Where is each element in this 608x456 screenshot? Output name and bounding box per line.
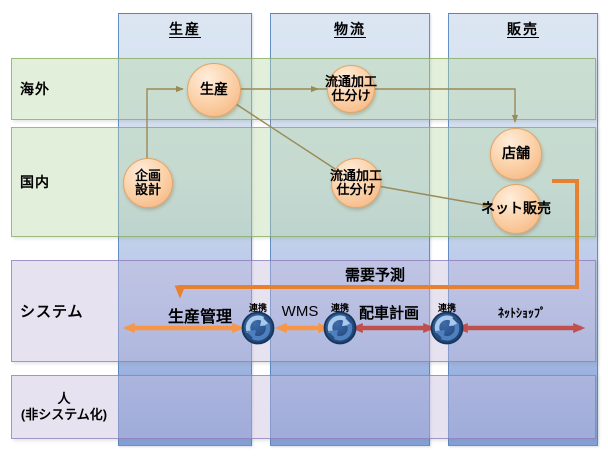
- column-production-title: 生産: [169, 21, 201, 37]
- node-net-sales-label: ネット販売: [481, 200, 551, 217]
- node-dist-processing-overseas-label: 流通加工 仕分け: [325, 73, 378, 104]
- node-dist-processing-domestic-line1: 流通加工: [330, 167, 383, 183]
- node-store: 店舗: [490, 128, 542, 180]
- link-label-2: 連携: [330, 303, 350, 313]
- node-dist-processing-domestic-label: 流通加工 仕分け: [330, 167, 383, 198]
- wms-label: WMS: [281, 303, 319, 320]
- node-production: 生産: [187, 63, 241, 117]
- row-people-label: 人 (非システム化): [16, 391, 112, 424]
- row-people: 人 (非システム化): [11, 375, 596, 439]
- node-net-sales: ネット販売: [481, 184, 551, 234]
- node-store-label: 店舗: [502, 145, 530, 162]
- production-management-label: 生産管理: [167, 309, 233, 326]
- node-planning-design-line1: 企画: [134, 167, 161, 183]
- dispatch-planning-label: 配車計画: [358, 305, 420, 322]
- node-planning-design-line2: 設計: [134, 182, 161, 197]
- net-shop-label: ﾈｯﾄｼｮｯﾌﾟ: [497, 306, 547, 320]
- column-sales-title: 販売: [507, 21, 539, 37]
- column-logistics-title: 物流: [334, 21, 366, 37]
- node-dist-processing-domestic: 流通加工 仕分け: [330, 158, 383, 208]
- link-label-1: 連携: [248, 303, 268, 313]
- node-planning-design: 企画 設計: [123, 158, 173, 208]
- node-dist-processing-overseas-line1: 流通加工: [325, 73, 378, 89]
- row-domestic-label: 国内: [20, 174, 50, 190]
- node-production-label: 生産: [200, 81, 228, 98]
- node-dist-processing-domestic-line2: 仕分け: [336, 182, 376, 197]
- demand-forecast-label: 需要予測: [344, 267, 406, 284]
- row-overseas: 海外: [11, 58, 596, 120]
- node-planning-design-label: 企画 設計: [134, 167, 161, 198]
- node-dist-processing-overseas: 流通加工 仕分け: [325, 65, 378, 113]
- row-system-label: システム: [20, 303, 84, 321]
- row-overseas-label: 海外: [20, 81, 50, 97]
- link-label-3: 連携: [437, 303, 457, 313]
- row-people-label-line2: (非システム化): [20, 407, 108, 422]
- row-people-label-line1: 人: [57, 390, 71, 406]
- node-dist-processing-overseas-line2: 仕分け: [331, 88, 371, 103]
